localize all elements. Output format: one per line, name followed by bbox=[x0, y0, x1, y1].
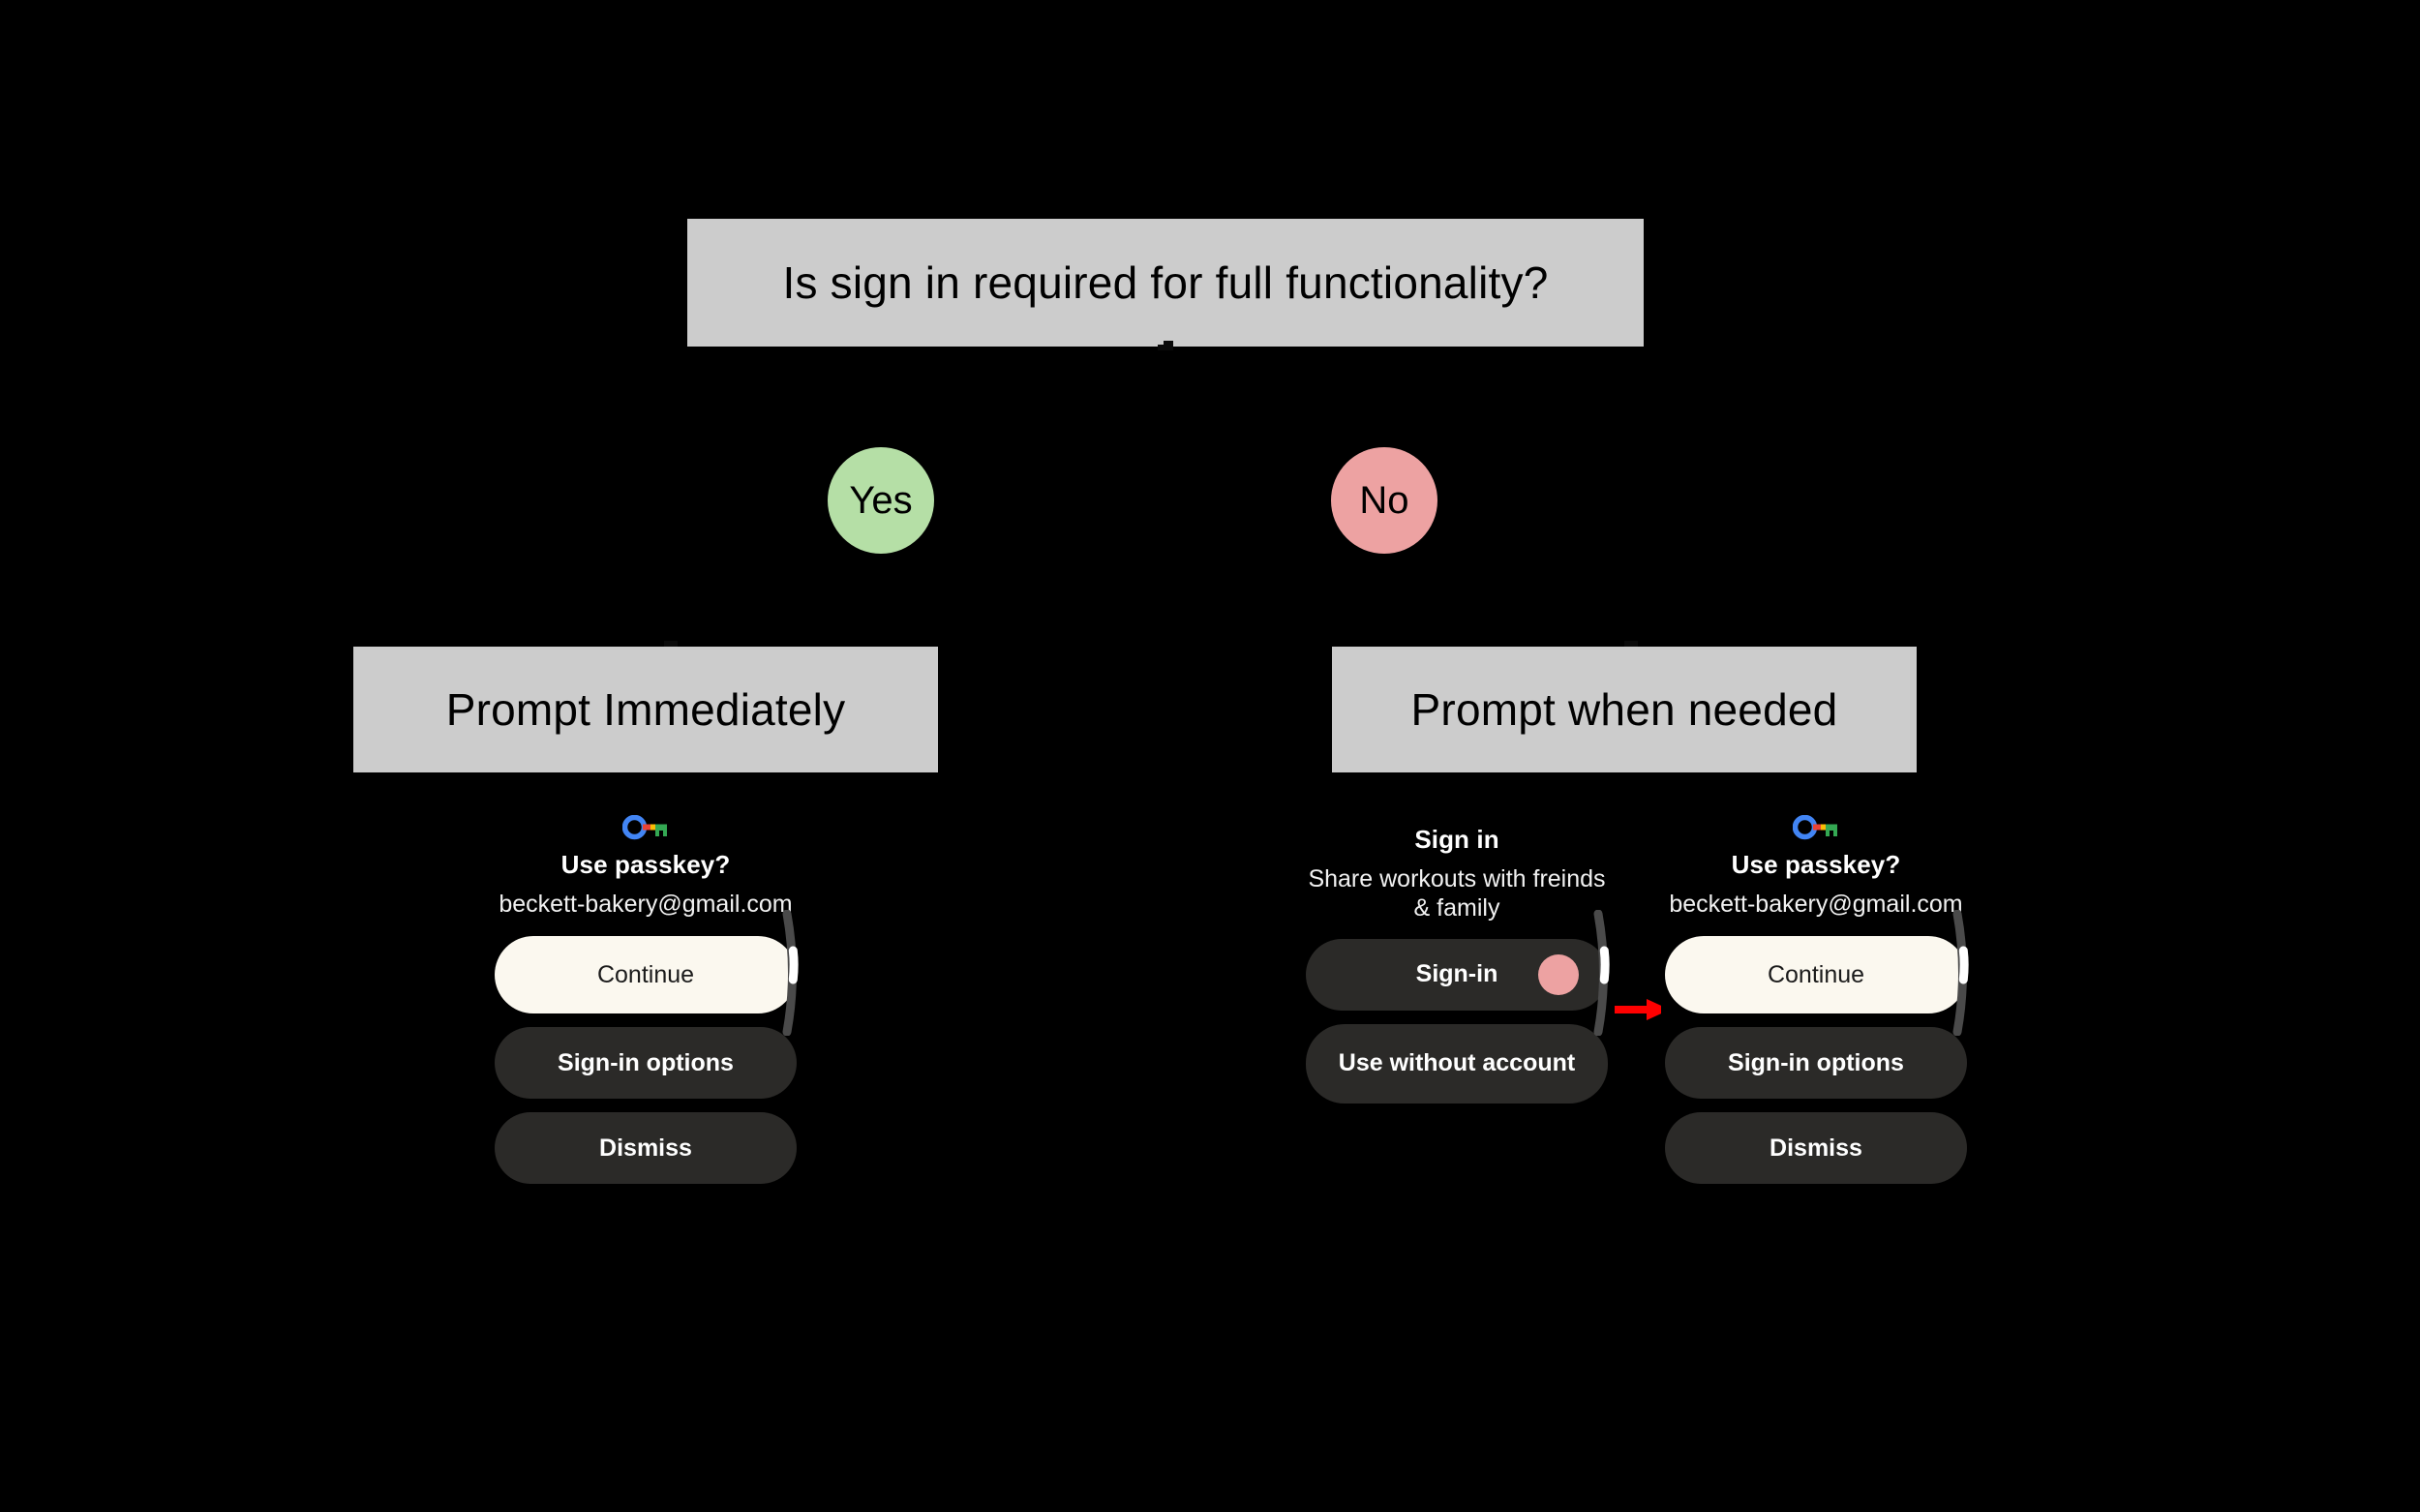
tap-target-indicator bbox=[1538, 953, 1579, 995]
connector-stub-left bbox=[1158, 345, 1173, 350]
rotary-scrollbar-left[interactable] bbox=[779, 909, 804, 1037]
use-without-account-button[interactable]: Use without account bbox=[1306, 1023, 1608, 1104]
sign-in-options-button-label: Sign-in options bbox=[558, 1048, 734, 1076]
branch-label-yes: Yes bbox=[828, 447, 934, 554]
outcome-box-prompt-immediately: Prompt Immediately bbox=[353, 647, 938, 772]
google-passkey-icon bbox=[1661, 811, 1971, 844]
sign-in-button[interactable]: Sign-in bbox=[1306, 938, 1608, 1011]
dismiss-button[interactable]: Dismiss bbox=[495, 1112, 797, 1185]
continue-button-label: Continue bbox=[596, 960, 695, 988]
rotary-scrollbar-signin[interactable] bbox=[1590, 909, 1616, 1037]
sign-in-options-button-label: Sign-in options bbox=[1728, 1048, 1904, 1076]
dismiss-button-label: Dismiss bbox=[599, 1134, 692, 1162]
connector-stub-when-needed bbox=[1624, 641, 1638, 649]
outcome-box-prompt-when-needed: Prompt when needed bbox=[1332, 647, 1917, 772]
watch-dialog-sign-in: Sign in Share workouts with freinds & fa… bbox=[1302, 825, 1612, 1104]
scrollbar-thumb bbox=[1599, 946, 1610, 984]
continue-button[interactable]: Continue bbox=[495, 936, 797, 1014]
connector-stub-right bbox=[1164, 341, 1173, 347]
connector-stub-immediate bbox=[664, 641, 678, 649]
transition-arrow-icon bbox=[1615, 997, 1673, 1022]
dialog-account-email: beckett-bakery@gmail.com bbox=[499, 890, 793, 918]
scrollbar-thumb bbox=[1958, 946, 1969, 984]
decision-title-text: Is sign in required for full functionali… bbox=[782, 257, 1549, 308]
dialog-button-group: Sign-in Use without account bbox=[1302, 938, 1612, 1104]
outcome-immediate-text: Prompt Immediately bbox=[445, 684, 846, 735]
sign-in-button-label: Sign-in bbox=[1415, 960, 1498, 988]
dialog-title: Sign in bbox=[1414, 825, 1499, 854]
scrollbar-thumb bbox=[788, 946, 799, 984]
branch-yes-text: Yes bbox=[849, 478, 913, 522]
rotary-scrollbar-right[interactable] bbox=[1950, 909, 1975, 1037]
branch-no-text: No bbox=[1359, 478, 1409, 522]
decision-title-box: Is sign in required for full functionali… bbox=[687, 219, 1644, 347]
dialog-value-proposition: Share workouts with freinds & family bbox=[1308, 864, 1606, 922]
continue-button-label: Continue bbox=[1767, 960, 1865, 988]
dialog-button-group: Continue Sign-in options Dismiss bbox=[491, 936, 801, 1185]
watch-dialog-passkey-left: Use passkey? beckett-bakery@gmail.com Co… bbox=[491, 811, 801, 1185]
outcome-when-needed-text: Prompt when needed bbox=[1410, 684, 1838, 735]
use-without-account-button-label: Use without account bbox=[1338, 1049, 1576, 1077]
sign-in-options-button[interactable]: Sign-in options bbox=[1665, 1027, 1967, 1100]
branch-label-no: No bbox=[1331, 447, 1437, 554]
dialog-title: Use passkey? bbox=[560, 850, 731, 879]
dismiss-button[interactable]: Dismiss bbox=[1665, 1112, 1967, 1185]
watch-dialog-passkey-right: Use passkey? beckett-bakery@gmail.com Co… bbox=[1661, 811, 1971, 1185]
dialog-button-group: Continue Sign-in options Dismiss bbox=[1661, 936, 1971, 1185]
dialog-account-email: beckett-bakery@gmail.com bbox=[1669, 890, 1963, 918]
continue-button[interactable]: Continue bbox=[1665, 936, 1967, 1014]
dialog-title: Use passkey? bbox=[1731, 850, 1901, 879]
sign-in-options-button[interactable]: Sign-in options bbox=[495, 1027, 797, 1100]
dismiss-button-label: Dismiss bbox=[1770, 1134, 1862, 1162]
google-passkey-icon bbox=[491, 811, 801, 844]
